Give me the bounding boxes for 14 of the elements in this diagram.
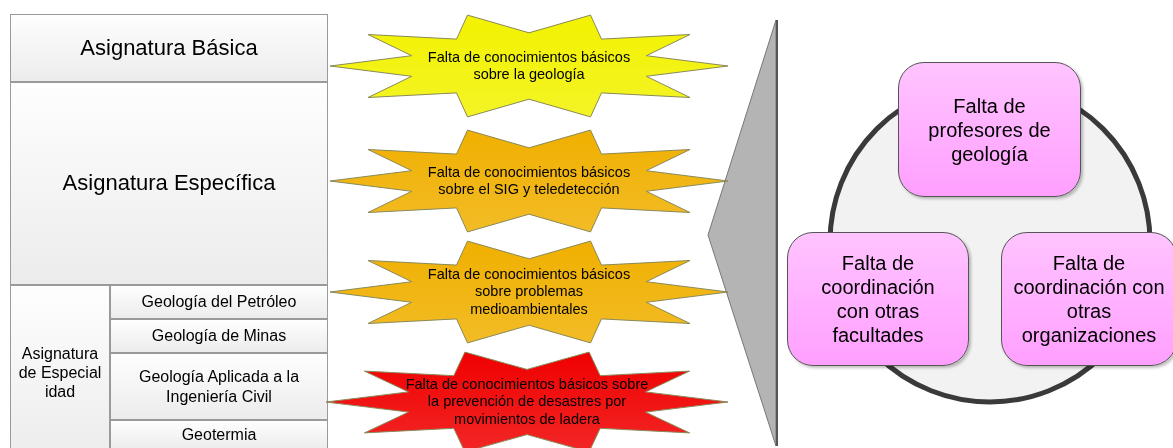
subject-box: Geología Aplicada a la Ingeniería Civil (110, 353, 328, 420)
star-text: Falta de conocimientos básicos sobre el SIG y teledetección (426, 163, 632, 199)
rounded-box: Falta de coordinación con otras organizaciones (1001, 232, 1173, 366)
rounded-box: Falta de profesores de geología (898, 62, 1081, 197)
star-text: Falta de conocimientos básicos sobre la geología (426, 48, 632, 84)
subject-box: Asignatura de Especialidad (10, 285, 110, 448)
star-text: Falta de conocimientos básicos sobre problemas medioambientales (426, 265, 632, 319)
star-text: Falta de conocimientos básicos sobre la prevención de desastres por movimientos de ladera (404, 375, 650, 429)
subject-box: Asignatura Básica (10, 14, 328, 82)
rounded-box: Falta de coordinación con otras facultades (787, 232, 969, 366)
subject-box: Geología de Minas (110, 319, 328, 353)
subject-box: Geotermia (110, 420, 328, 448)
subject-box: Geología del Petróleo (110, 285, 328, 319)
subject-box: Asignatura Específica (10, 82, 328, 285)
